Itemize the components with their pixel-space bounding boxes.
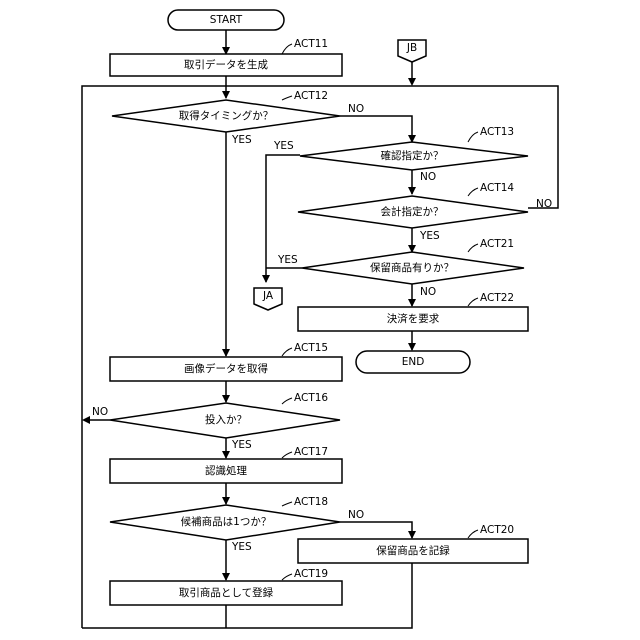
step-act20-text: 保留商品を記録: [376, 544, 450, 557]
step-act15-id: ACT15: [294, 342, 328, 354]
connector-ja-label: JA: [262, 290, 274, 302]
act21-no-label: NO: [420, 286, 436, 298]
act18-yes-label: YES: [231, 541, 252, 553]
step-act22: 決済を要求 ACT22: [298, 292, 528, 331]
decision-act16-id: ACT16: [294, 392, 328, 404]
decision-act13-id: ACT13: [480, 126, 514, 138]
decision-act12-id: ACT12: [294, 90, 328, 102]
connector-jb: JB: [398, 40, 426, 62]
decision-act16-text: 投入か？: [205, 413, 247, 426]
step-act15-text: 画像データを取得: [184, 362, 268, 375]
start-terminal: START: [168, 10, 284, 30]
decision-act21-text: 保留商品有りか？: [370, 261, 454, 274]
act18-no-label: NO: [348, 509, 364, 521]
step-act11-id: ACT11: [294, 38, 328, 50]
act12-no-label: NO: [348, 103, 364, 115]
decision-act21: 保留商品有りか？ ACT21 YES NO: [277, 238, 524, 298]
step-act17-text: 認識処理: [205, 464, 247, 477]
end-terminal: END: [356, 351, 470, 373]
act14-yes-label: YES: [419, 230, 440, 242]
decision-act14-text: 会計指定か？: [381, 205, 444, 218]
decision-act18-id: ACT18: [294, 496, 328, 508]
end-label: END: [402, 356, 425, 368]
step-act20: 保留商品を記録 ACT20: [298, 524, 528, 563]
step-act19-text: 取引商品として登録: [179, 586, 274, 599]
decision-act12-text: 取得タイミングか？: [179, 109, 274, 122]
decision-act12: 取得タイミングか？ ACT12 NO YES: [112, 90, 364, 146]
decision-act13: 確認指定か？ ACT13 YES NO: [273, 126, 528, 183]
decision-act18-text: 候補商品は1つか？: [181, 515, 272, 528]
step-act22-id: ACT22: [480, 292, 514, 304]
start-label: START: [210, 14, 243, 26]
connector-ja: JA: [254, 288, 282, 310]
act21-yes-label: YES: [277, 254, 298, 266]
connector-jb-label: JB: [406, 42, 417, 54]
act13-yes-label: YES: [273, 140, 294, 152]
step-act19-id: ACT19: [294, 568, 328, 580]
step-act20-id: ACT20: [480, 524, 514, 536]
act13-no-label: NO: [420, 171, 436, 183]
act12-yes-label: YES: [231, 134, 252, 146]
step-act11-text: 取引データを生成: [184, 58, 268, 71]
act14-no-label: NO: [536, 198, 552, 210]
decision-act16: 投入か？ ACT16 NO YES: [92, 392, 340, 451]
act16-no-label: NO: [92, 406, 108, 418]
act16-yes-label: YES: [231, 439, 252, 451]
decision-act13-text: 確認指定か？: [381, 149, 444, 162]
step-act17-id: ACT17: [294, 446, 328, 458]
step-act22-text: 決済を要求: [387, 312, 440, 325]
decision-act14-id: ACT14: [480, 182, 514, 194]
decision-act21-id: ACT21: [480, 238, 514, 250]
decision-act14: 会計指定か？ ACT14 NO YES: [298, 182, 552, 242]
